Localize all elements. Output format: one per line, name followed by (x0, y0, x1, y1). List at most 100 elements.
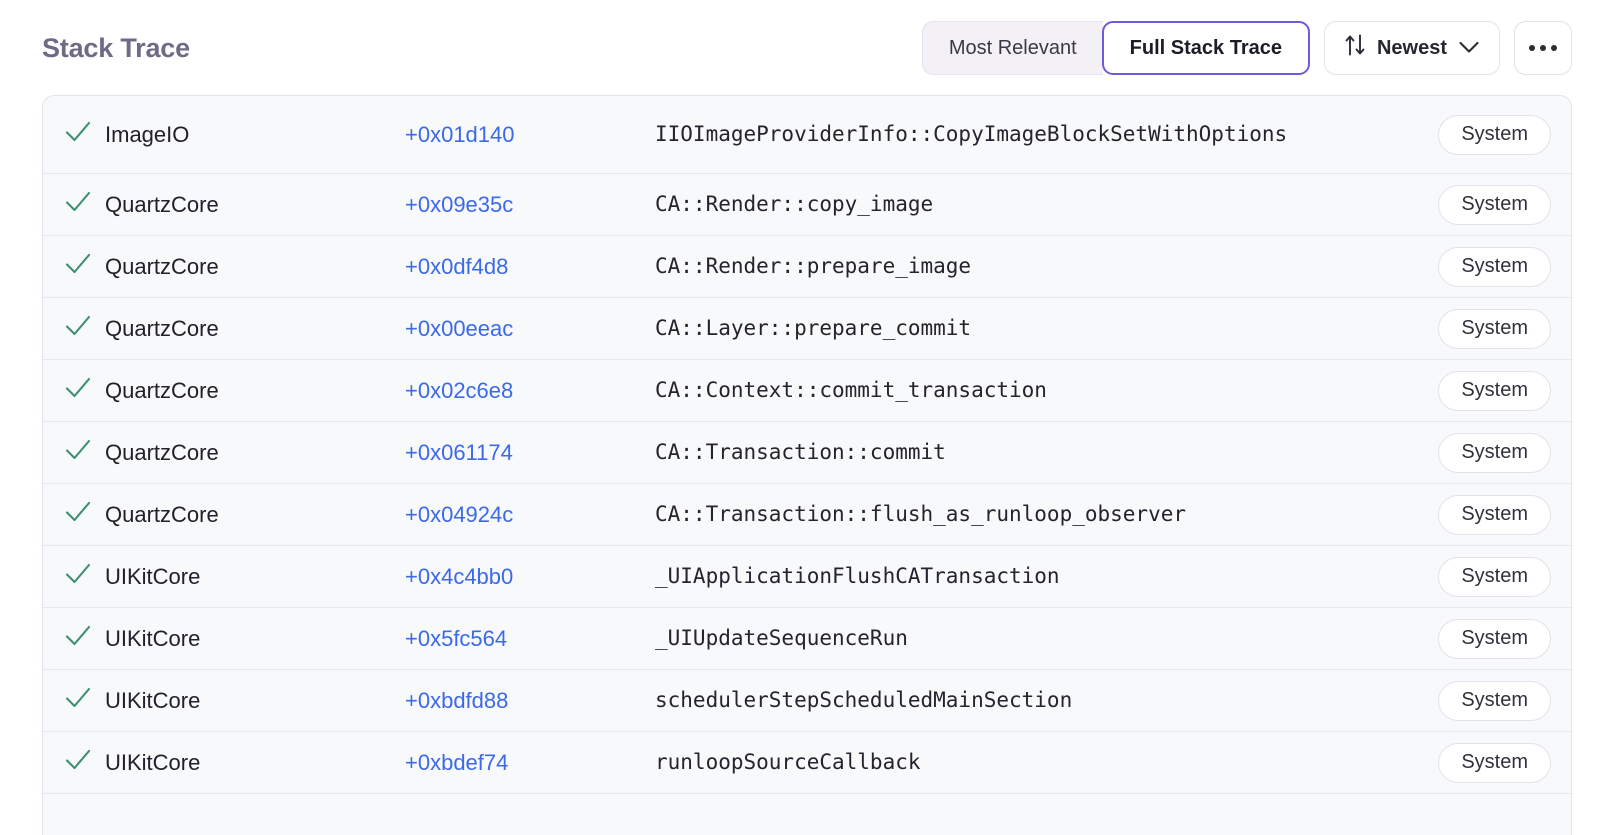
table-row[interactable]: QuartzCore +0x00eeac CA::Layer::prepare_… (43, 298, 1571, 360)
sort-arrows-icon (1345, 34, 1365, 62)
table-row[interactable]: UIKitCore +0xbdef74 runloopSourceCallbac… (43, 732, 1571, 794)
frame-symbol: _UIApplicationFlushCATransaction (655, 564, 1060, 588)
sort-dropdown-label: Newest (1376, 36, 1447, 59)
frame-package: ImageIO (105, 121, 190, 147)
table-row[interactable]: QuartzCore +0x061174 CA::Transaction::co… (43, 422, 1571, 484)
table-row[interactable]: UIKitCore +0x5fc564 _UIUpdateSequenceRun… (43, 608, 1571, 670)
frame-symbol: IIOImageProviderInfo::CopyImageBlockSetW… (655, 122, 1288, 146)
frame-package: QuartzCore (105, 501, 219, 527)
table-row[interactable]: QuartzCore +0x09e35c CA::Render::copy_im… (43, 174, 1571, 236)
frame-offset-link[interactable]: +0x04924c (405, 501, 514, 527)
frame-offset-link[interactable]: +0xbdef74 (405, 749, 509, 775)
status-badge: System (1438, 494, 1551, 535)
frame-package: UIKitCore (105, 749, 201, 775)
table-row[interactable]: QuartzCore +0x02c6e8 CA::Context::commit… (43, 360, 1571, 422)
frame-symbol: CA::Transaction::commit (655, 440, 946, 464)
frame-offset-link[interactable]: +0xbdfd88 (405, 687, 509, 713)
frame-package: QuartzCore (105, 377, 219, 403)
frame-status-cell (43, 438, 105, 467)
table-row[interactable]: ImageIO +0x01d140 IIOImageProviderInfo::… (43, 96, 1571, 174)
status-badge: System (1438, 184, 1551, 225)
frame-status-cell (43, 562, 105, 591)
stack-trace-mode-segmented-control: Most Relevant Full Stack Trace (921, 21, 1310, 75)
frame-badge-cell: System (1438, 556, 1551, 597)
frame-badge-cell: System (1438, 184, 1551, 225)
status-badge: System (1438, 370, 1551, 411)
table-row[interactable]: UIKitCore +0xbdfd88 schedulerStepSchedul… (43, 670, 1571, 732)
check-icon (65, 120, 91, 149)
status-badge: System (1438, 680, 1551, 721)
frame-badge-cell: System (1438, 618, 1551, 659)
check-icon (65, 438, 91, 467)
frame-symbol: schedulerStepScheduledMainSection (655, 688, 1073, 712)
check-icon (65, 252, 91, 281)
frame-offset-link[interactable]: +0x061174 (405, 439, 513, 465)
status-badge: System (1438, 742, 1551, 783)
frame-offset-link[interactable]: +0x0df4d8 (405, 253, 509, 279)
frame-badge-cell: System (1438, 742, 1551, 783)
check-icon (65, 748, 91, 777)
chevron-down-icon (1459, 37, 1479, 60)
tab-most-relevant[interactable]: Most Relevant (921, 21, 1103, 75)
status-badge: System (1438, 114, 1551, 155)
frame-badge-cell: System (1438, 494, 1551, 535)
frame-offset-link[interactable]: +0x01d140 (405, 121, 515, 147)
frame-symbol: CA::Render::copy_image (655, 192, 934, 216)
frame-package: QuartzCore (105, 315, 219, 341)
stack-trace-header: Stack Trace Most Relevant Full Stack Tra… (0, 0, 1614, 96)
frame-status-cell (43, 500, 105, 529)
frame-badge-cell: System (1438, 370, 1551, 411)
frame-offset-link[interactable]: +0x4c4bb0 (405, 563, 514, 589)
check-icon (65, 376, 91, 405)
status-badge: System (1438, 432, 1551, 473)
frame-symbol: CA::Transaction::flush_as_runloop_observ… (655, 502, 1187, 526)
frame-status-cell (43, 748, 105, 777)
page-title: Stack Trace (42, 32, 190, 63)
frame-status-cell (43, 686, 105, 715)
frame-package: UIKitCore (105, 563, 201, 589)
frame-status-cell (43, 624, 105, 653)
frame-symbol: runloopSourceCallback (655, 750, 921, 774)
tab-full-stack-trace[interactable]: Full Stack Trace (1101, 21, 1310, 75)
table-row[interactable]: QuartzCore +0x0df4d8 CA::Render::prepare… (43, 236, 1571, 298)
frame-package: UIKitCore (105, 625, 201, 651)
frame-status-cell (43, 120, 105, 149)
frame-symbol: CA::Context::commit_transaction (655, 378, 1047, 402)
frame-symbol: CA::Render::prepare_image (655, 254, 972, 278)
frame-offset-link[interactable]: +0x5fc564 (405, 625, 508, 651)
check-icon (65, 686, 91, 715)
ellipsis-icon (1529, 45, 1557, 51)
frame-offset-link[interactable]: +0x09e35c (405, 191, 514, 217)
frame-symbol: _UIUpdateSequenceRun (655, 626, 908, 650)
check-icon (65, 500, 91, 529)
frame-badge-cell: System (1438, 308, 1551, 349)
check-icon (65, 562, 91, 591)
status-badge: System (1438, 308, 1551, 349)
more-options-button[interactable] (1514, 21, 1572, 75)
frame-package: QuartzCore (105, 253, 219, 279)
frame-package: QuartzCore (105, 191, 219, 217)
frame-badge-cell: System (1438, 246, 1551, 287)
status-badge: System (1438, 556, 1551, 597)
frame-offset-link[interactable]: +0x02c6e8 (405, 377, 514, 403)
frame-status-cell (43, 314, 105, 343)
frame-package: QuartzCore (105, 439, 219, 465)
check-icon (65, 624, 91, 653)
status-badge: System (1438, 618, 1551, 659)
status-badge: System (1438, 246, 1551, 287)
stack-frame-list: ImageIO +0x01d140 IIOImageProviderInfo::… (42, 95, 1572, 835)
frame-status-cell (43, 376, 105, 405)
sort-dropdown-button[interactable]: Newest (1323, 21, 1500, 75)
frame-package: UIKitCore (105, 687, 201, 713)
frame-status-cell (43, 252, 105, 281)
table-row[interactable]: QuartzCore +0x04924c CA::Transaction::fl… (43, 484, 1571, 546)
check-icon (65, 190, 91, 219)
toolbar: Most Relevant Full Stack Trace Newest (921, 21, 1572, 75)
frame-offset-link[interactable]: +0x00eeac (405, 315, 514, 341)
frame-status-cell (43, 190, 105, 219)
frame-badge-cell: System (1438, 114, 1551, 155)
table-row[interactable]: UIKitCore +0x4c4bb0 _UIApplicationFlushC… (43, 546, 1571, 608)
check-icon (65, 314, 91, 343)
frame-symbol: CA::Layer::prepare_commit (655, 316, 972, 340)
